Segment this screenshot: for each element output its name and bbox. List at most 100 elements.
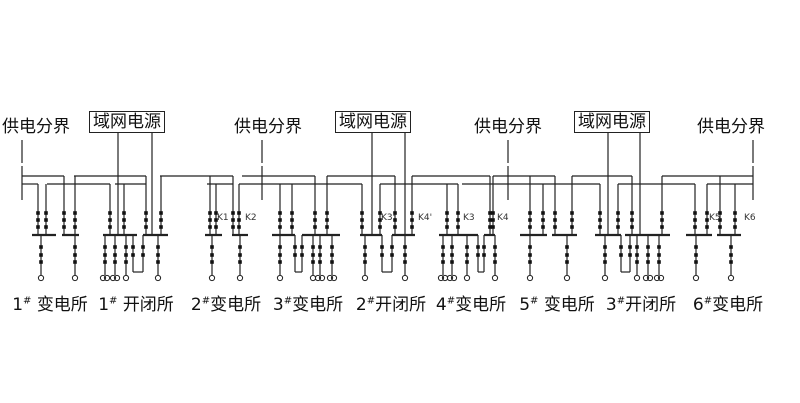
- switch-icon: [456, 225, 460, 229]
- switch-icon: [630, 211, 634, 215]
- switch-icon: [493, 260, 497, 264]
- switch-icon: [113, 253, 117, 257]
- grid-source-box-1: 域网电源: [89, 111, 165, 133]
- switch-label-k5: K5: [709, 213, 721, 223]
- switch-icon: [441, 245, 445, 249]
- station-label-8: 3#开闭所: [605, 295, 677, 315]
- switch-icon: [330, 253, 334, 257]
- terminal-icon: [563, 274, 571, 282]
- switch-icon: [598, 211, 602, 215]
- terminal-icon: [727, 274, 735, 282]
- switch-icon: [541, 211, 545, 215]
- switch-icon: [553, 211, 557, 215]
- switch-icon: [657, 260, 661, 264]
- switch-icon: [619, 253, 623, 257]
- switch-icon: [603, 245, 607, 249]
- switch-icon: [390, 253, 394, 257]
- switch-icon: [380, 245, 384, 249]
- switch-icon: [445, 225, 449, 229]
- switch-icon: [403, 245, 407, 249]
- switch-icon: [718, 211, 722, 215]
- switch-icon: [616, 225, 620, 229]
- switch-icon: [231, 225, 235, 229]
- terminal-icon: [276, 274, 284, 282]
- station-label-1: 1# 变电所: [12, 295, 88, 315]
- switch-icon: [718, 218, 722, 222]
- switch-icon: [476, 253, 480, 257]
- switch-icon: [124, 253, 128, 257]
- switch-icon: [311, 253, 315, 257]
- switch-icon: [570, 211, 574, 215]
- transformer-icon: [330, 274, 338, 282]
- switch-icon: [410, 225, 414, 229]
- switch-icon: [441, 253, 445, 257]
- switch-icon: [541, 225, 545, 229]
- switch-icon: [705, 211, 709, 215]
- switch-icon: [237, 211, 241, 215]
- switch-icon: [630, 225, 634, 229]
- station-label-3: 2#变电所: [190, 295, 262, 315]
- switch-icon: [410, 218, 414, 222]
- switch-icon: [598, 218, 602, 222]
- switch-icon: [660, 211, 664, 215]
- switch-icon: [103, 245, 107, 249]
- boundary-label-1: 供电分界: [2, 117, 70, 137]
- switch-icon: [238, 253, 242, 257]
- switch-icon: [491, 211, 495, 215]
- switch-icon: [231, 218, 235, 222]
- switch-icon: [718, 225, 722, 229]
- switch-icon: [570, 225, 574, 229]
- switch-icon: [159, 218, 163, 222]
- switch-icon: [694, 253, 698, 257]
- switch-icon: [693, 211, 697, 215]
- switch-icon: [491, 218, 495, 222]
- switch-icon: [378, 211, 382, 215]
- switch-icon: [445, 218, 449, 222]
- switch-icon: [456, 211, 460, 215]
- station-label-9: 6#变电所: [692, 295, 764, 315]
- switch-icon: [73, 245, 77, 249]
- transformer-icon: [113, 274, 121, 282]
- switch-icon: [62, 211, 66, 215]
- terminal-icon: [71, 274, 79, 282]
- switch-icon: [488, 218, 492, 222]
- switch-icon: [208, 218, 212, 222]
- switch-icon: [122, 218, 126, 222]
- switch-icon: [313, 211, 317, 215]
- switch-icon: [528, 218, 532, 222]
- switch-icon: [482, 245, 486, 249]
- switch-label-k6: K6: [744, 213, 756, 223]
- switch-icon: [278, 218, 282, 222]
- transformer-icon: [653, 274, 661, 282]
- switch-icon: [214, 225, 218, 229]
- switch-icon: [278, 211, 282, 215]
- switch-icon: [122, 211, 126, 215]
- switch-icon: [300, 245, 304, 249]
- terminal-icon: [122, 274, 130, 282]
- switch-icon: [290, 211, 294, 215]
- switch-icon: [363, 260, 367, 264]
- switch-icon: [565, 253, 569, 257]
- boundary-label-2: 供电分界: [234, 117, 302, 137]
- terminal-icon: [154, 274, 162, 282]
- switch-icon: [313, 218, 317, 222]
- switch-icon: [628, 245, 632, 249]
- switch-icon: [465, 245, 469, 249]
- switch-icon: [325, 218, 329, 222]
- switch-icon: [657, 253, 661, 257]
- switch-icon: [159, 211, 163, 215]
- switch-icon: [450, 245, 454, 249]
- switch-icon: [36, 211, 40, 215]
- switch-icon: [156, 245, 160, 249]
- switch-icon: [646, 260, 650, 264]
- switch-icon: [360, 218, 364, 222]
- switch-icon: [393, 225, 397, 229]
- switch-icon: [450, 253, 454, 257]
- switch-icon: [214, 211, 218, 215]
- switch-icon: [729, 253, 733, 257]
- switch-icon: [553, 218, 557, 222]
- switch-icon: [646, 245, 650, 249]
- switch-icon: [238, 260, 242, 264]
- switch-icon: [646, 253, 650, 257]
- terminal-icon: [37, 274, 45, 282]
